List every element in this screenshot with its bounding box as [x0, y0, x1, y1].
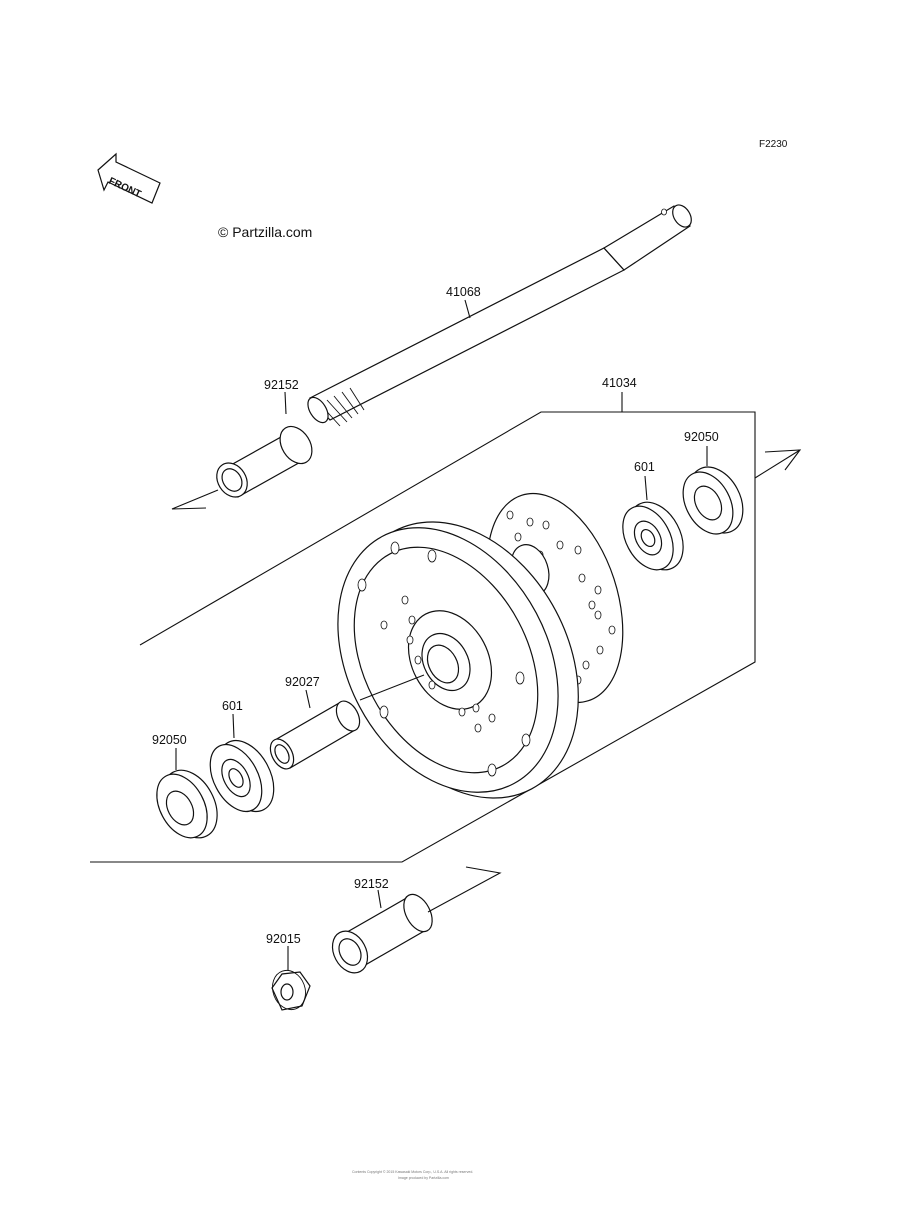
spacer-92152-lower[interactable]: [326, 890, 438, 979]
axle-41068[interactable]: [304, 202, 695, 427]
callout-92152-upper: 92152: [264, 378, 299, 392]
callout-41034: 41034: [602, 376, 637, 390]
callout-92152-lower: 92152: [354, 877, 389, 891]
bearing-601-left[interactable]: [200, 731, 285, 821]
callout-41068: 41068: [446, 285, 481, 299]
diagram-code: F2230: [759, 139, 788, 150]
seal-92050-right[interactable]: [673, 458, 754, 543]
callout-92027: 92027: [285, 675, 320, 689]
callout-601-left: 601: [222, 699, 243, 713]
nut-92015[interactable]: [267, 966, 311, 1015]
callout-92015: 92015: [266, 932, 301, 946]
callout-92050-left: 92050: [152, 733, 187, 747]
spacer-92027-center[interactable]: [266, 697, 365, 773]
front-arrow-icon: FRONT: [97, 152, 161, 204]
callout-601-right: 601: [634, 460, 655, 474]
spacer-92152-upper[interactable]: [211, 421, 319, 503]
copyright-text: © Partzilla.com: [218, 224, 312, 240]
footer-line-2: Image produced by Partzilla.com: [398, 1176, 449, 1180]
bearing-601-right[interactable]: [613, 493, 694, 579]
wheel-hub[interactable]: [294, 482, 624, 838]
callout-92050-right: 92050: [684, 430, 719, 444]
seal-92050-left[interactable]: [147, 761, 228, 847]
footer-line-1: Contents Copyright © 2015 Kawasaki Motor…: [352, 1170, 473, 1174]
